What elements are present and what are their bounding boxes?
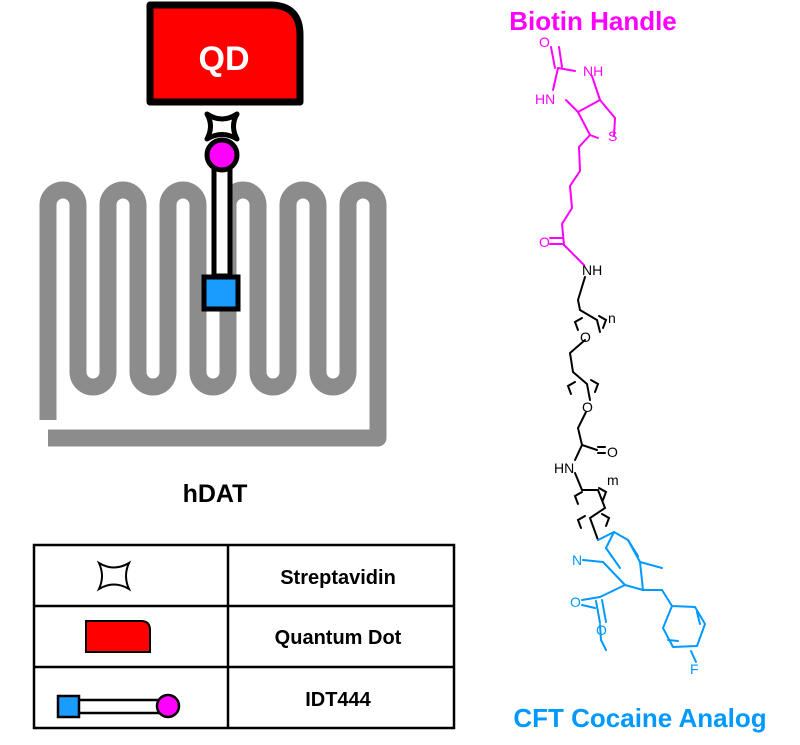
atom-hn-amide2: HN [554,460,574,476]
atom-o-ester1: O [570,594,581,610]
atom-n-tropane: N [572,552,582,568]
cft-analog-structure [581,531,706,663]
biotin-structure [549,46,616,266]
atom-hn-left: HN [535,91,555,107]
hdat-label: hDAT [183,480,248,508]
atom-o-ester2: O [596,622,607,638]
cft-ligand-box [201,274,241,312]
hdat-membrane-protein [39,181,387,447]
biotin-sphere [204,137,240,173]
biotin-handle-title: Biotin Handle [509,6,677,36]
legend-table: Streptavidin Quantum Dot IDT444 [32,543,456,730]
atom-o-amide2: O [607,444,618,460]
atom-nh-amide1: NH [582,262,602,278]
streptavidin-icon [204,111,240,142]
legend-label-streptavidin: Streptavidin [280,567,396,589]
legend-quantum-dot-icon [85,620,151,653]
peg-linker-structure [566,276,611,541]
legend-label-idt444: IDT444 [305,689,371,711]
atom-o-ether2: O [582,399,593,415]
atom-o-ether1: O [580,329,591,345]
qd-label: QD [199,40,250,78]
legend-streptavidin-icon [96,560,132,592]
atom-o-biotin-carbonyl: O [539,34,550,50]
idt444-linker-bar [211,159,233,279]
cft-analog-title: CFT Cocaine Analog [513,703,766,733]
atom-n-subscript: n [608,310,616,326]
atom-s: S [608,128,617,144]
quantum-dot-shape [146,1,304,106]
atom-m-subscript: m [607,472,619,488]
atom-o-amide1: O [539,234,550,250]
legend-idt444-icon [56,693,181,719]
legend-label-quantum-dot: Quantum Dot [275,627,402,649]
atom-nh-top: NH [583,63,603,79]
atom-f: F [690,661,699,677]
